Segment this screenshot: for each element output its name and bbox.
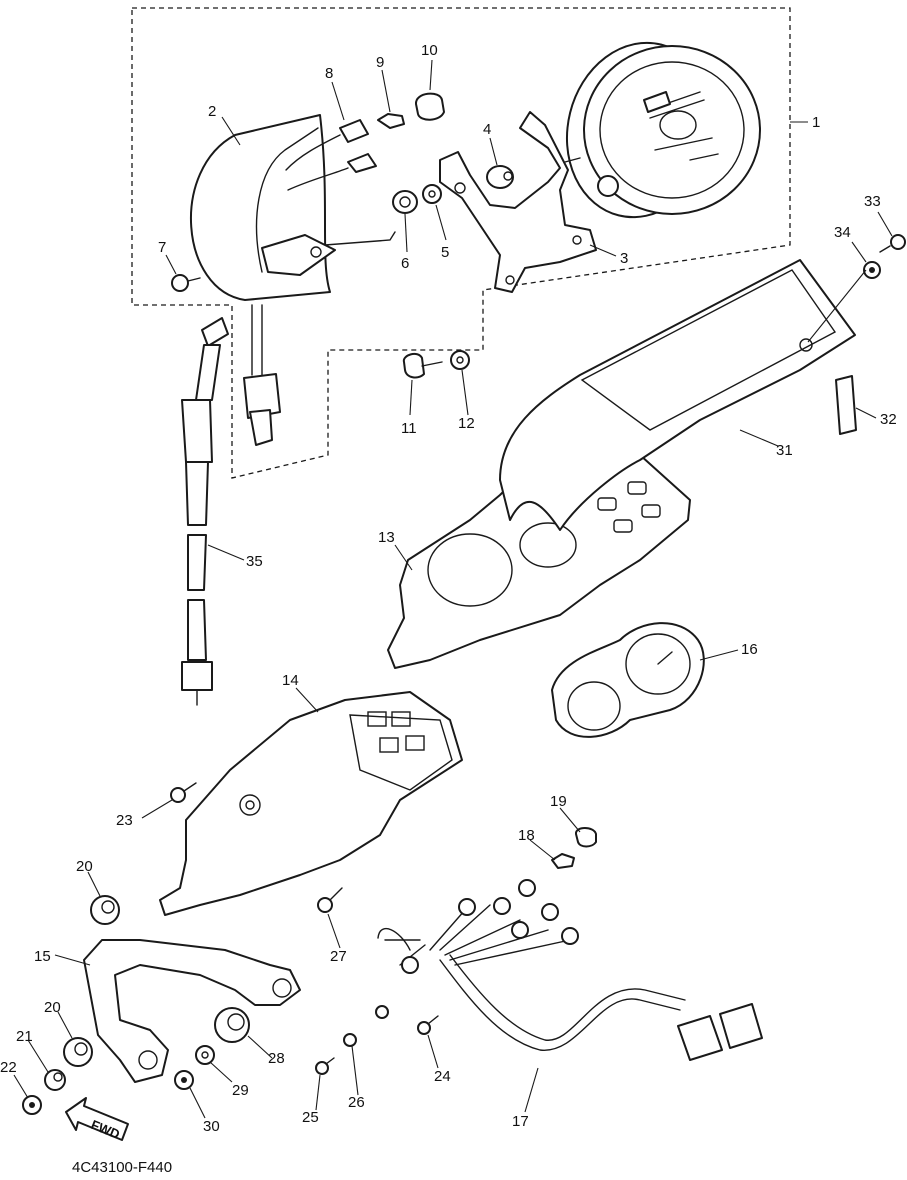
callout-21: 21 — [16, 1028, 33, 1045]
rubber-grommet[interactable] — [63, 1037, 93, 1067]
callout-labels: 1 2 3 4 5 6 7 8 9 10 11 12 13 14 15 16 1… — [0, 42, 897, 1135]
collar[interactable] — [44, 1069, 66, 1091]
callout-22: 22 — [0, 1059, 17, 1076]
callout-14: 14 — [282, 672, 299, 689]
callout-24: 24 — [434, 1068, 451, 1085]
callout-2: 2 — [208, 103, 216, 120]
bolt[interactable] — [402, 352, 443, 379]
seal-strip[interactable] — [835, 375, 857, 435]
meter-wire-harness[interactable] — [375, 879, 763, 1061]
screw[interactable] — [315, 1057, 335, 1075]
callout-34: 34 — [834, 224, 851, 241]
speedometer-cable[interactable] — [181, 317, 229, 706]
callout-17: 17 — [512, 1113, 529, 1130]
callout-6: 6 — [401, 255, 409, 272]
indicator-lens[interactable] — [415, 92, 445, 121]
callout-15: 15 — [34, 948, 51, 965]
callout-20-top: 20 — [76, 858, 93, 875]
screw[interactable] — [879, 234, 906, 253]
callout-18: 18 — [518, 827, 535, 844]
screw[interactable] — [170, 782, 197, 803]
meter-stay-bracket[interactable] — [83, 939, 301, 1083]
callout-8: 8 — [325, 65, 333, 82]
callout-19: 19 — [550, 793, 567, 810]
grommet[interactable] — [392, 190, 418, 214]
screw[interactable] — [417, 1015, 439, 1035]
callout-5: 5 — [441, 244, 449, 261]
washer[interactable] — [422, 184, 442, 204]
callout-3: 3 — [620, 250, 628, 267]
speedometer-assembly[interactable] — [549, 27, 761, 233]
callout-16: 16 — [741, 641, 758, 658]
assembly-group-outline — [131, 7, 791, 479]
bulb-socket[interactable] — [285, 119, 377, 191]
callout-29: 29 — [232, 1082, 249, 1099]
callout-4: 4 — [483, 121, 491, 138]
screw[interactable] — [317, 887, 343, 913]
callout-20-bottom: 20 — [44, 999, 61, 1016]
diagram-code: 4C43100-F440 — [72, 1159, 172, 1176]
callout-32: 32 — [880, 411, 897, 428]
forward-direction-arrow: FWD — [65, 1097, 129, 1142]
callout-leaders — [13, 59, 893, 1119]
bulb[interactable] — [551, 853, 575, 869]
callout-25: 25 — [302, 1109, 319, 1126]
callout-10: 10 — [421, 42, 438, 59]
rubber-grommet[interactable] — [90, 895, 120, 925]
meter-housing[interactable] — [189, 114, 396, 301]
nut[interactable] — [22, 1095, 42, 1115]
nut[interactable] — [174, 1070, 194, 1090]
callout-26: 26 — [348, 1094, 365, 1111]
meter-wire-connector[interactable] — [243, 304, 281, 446]
bulb[interactable] — [377, 113, 405, 129]
callout-33: 33 — [864, 193, 881, 210]
meter-lower-cover[interactable] — [387, 454, 691, 669]
meter-face-panel[interactable] — [551, 622, 705, 738]
wire-clip[interactable] — [343, 1033, 357, 1047]
indicator-lens[interactable] — [575, 827, 597, 848]
callout-31: 31 — [776, 442, 793, 459]
screw[interactable] — [171, 274, 201, 292]
meter-upper-panel[interactable] — [499, 259, 856, 531]
callout-13: 13 — [378, 529, 395, 546]
callout-7: 7 — [158, 239, 166, 256]
callout-23: 23 — [116, 812, 133, 829]
callout-9: 9 — [376, 54, 384, 71]
callout-1: 1 — [812, 114, 820, 131]
meter-bracket[interactable] — [439, 111, 597, 293]
washer[interactable] — [863, 261, 881, 279]
callout-12: 12 — [458, 415, 475, 432]
washer[interactable] — [450, 350, 470, 370]
rubber-grommet[interactable] — [214, 1007, 250, 1043]
callout-30: 30 — [203, 1118, 220, 1135]
meter-lower-case[interactable] — [159, 691, 463, 916]
collar[interactable] — [486, 165, 514, 189]
washer[interactable] — [195, 1045, 215, 1065]
callout-35: 35 — [246, 553, 263, 570]
callout-11: 11 — [401, 420, 417, 437]
callout-28: 28 — [268, 1050, 285, 1067]
callout-27: 27 — [330, 948, 347, 965]
